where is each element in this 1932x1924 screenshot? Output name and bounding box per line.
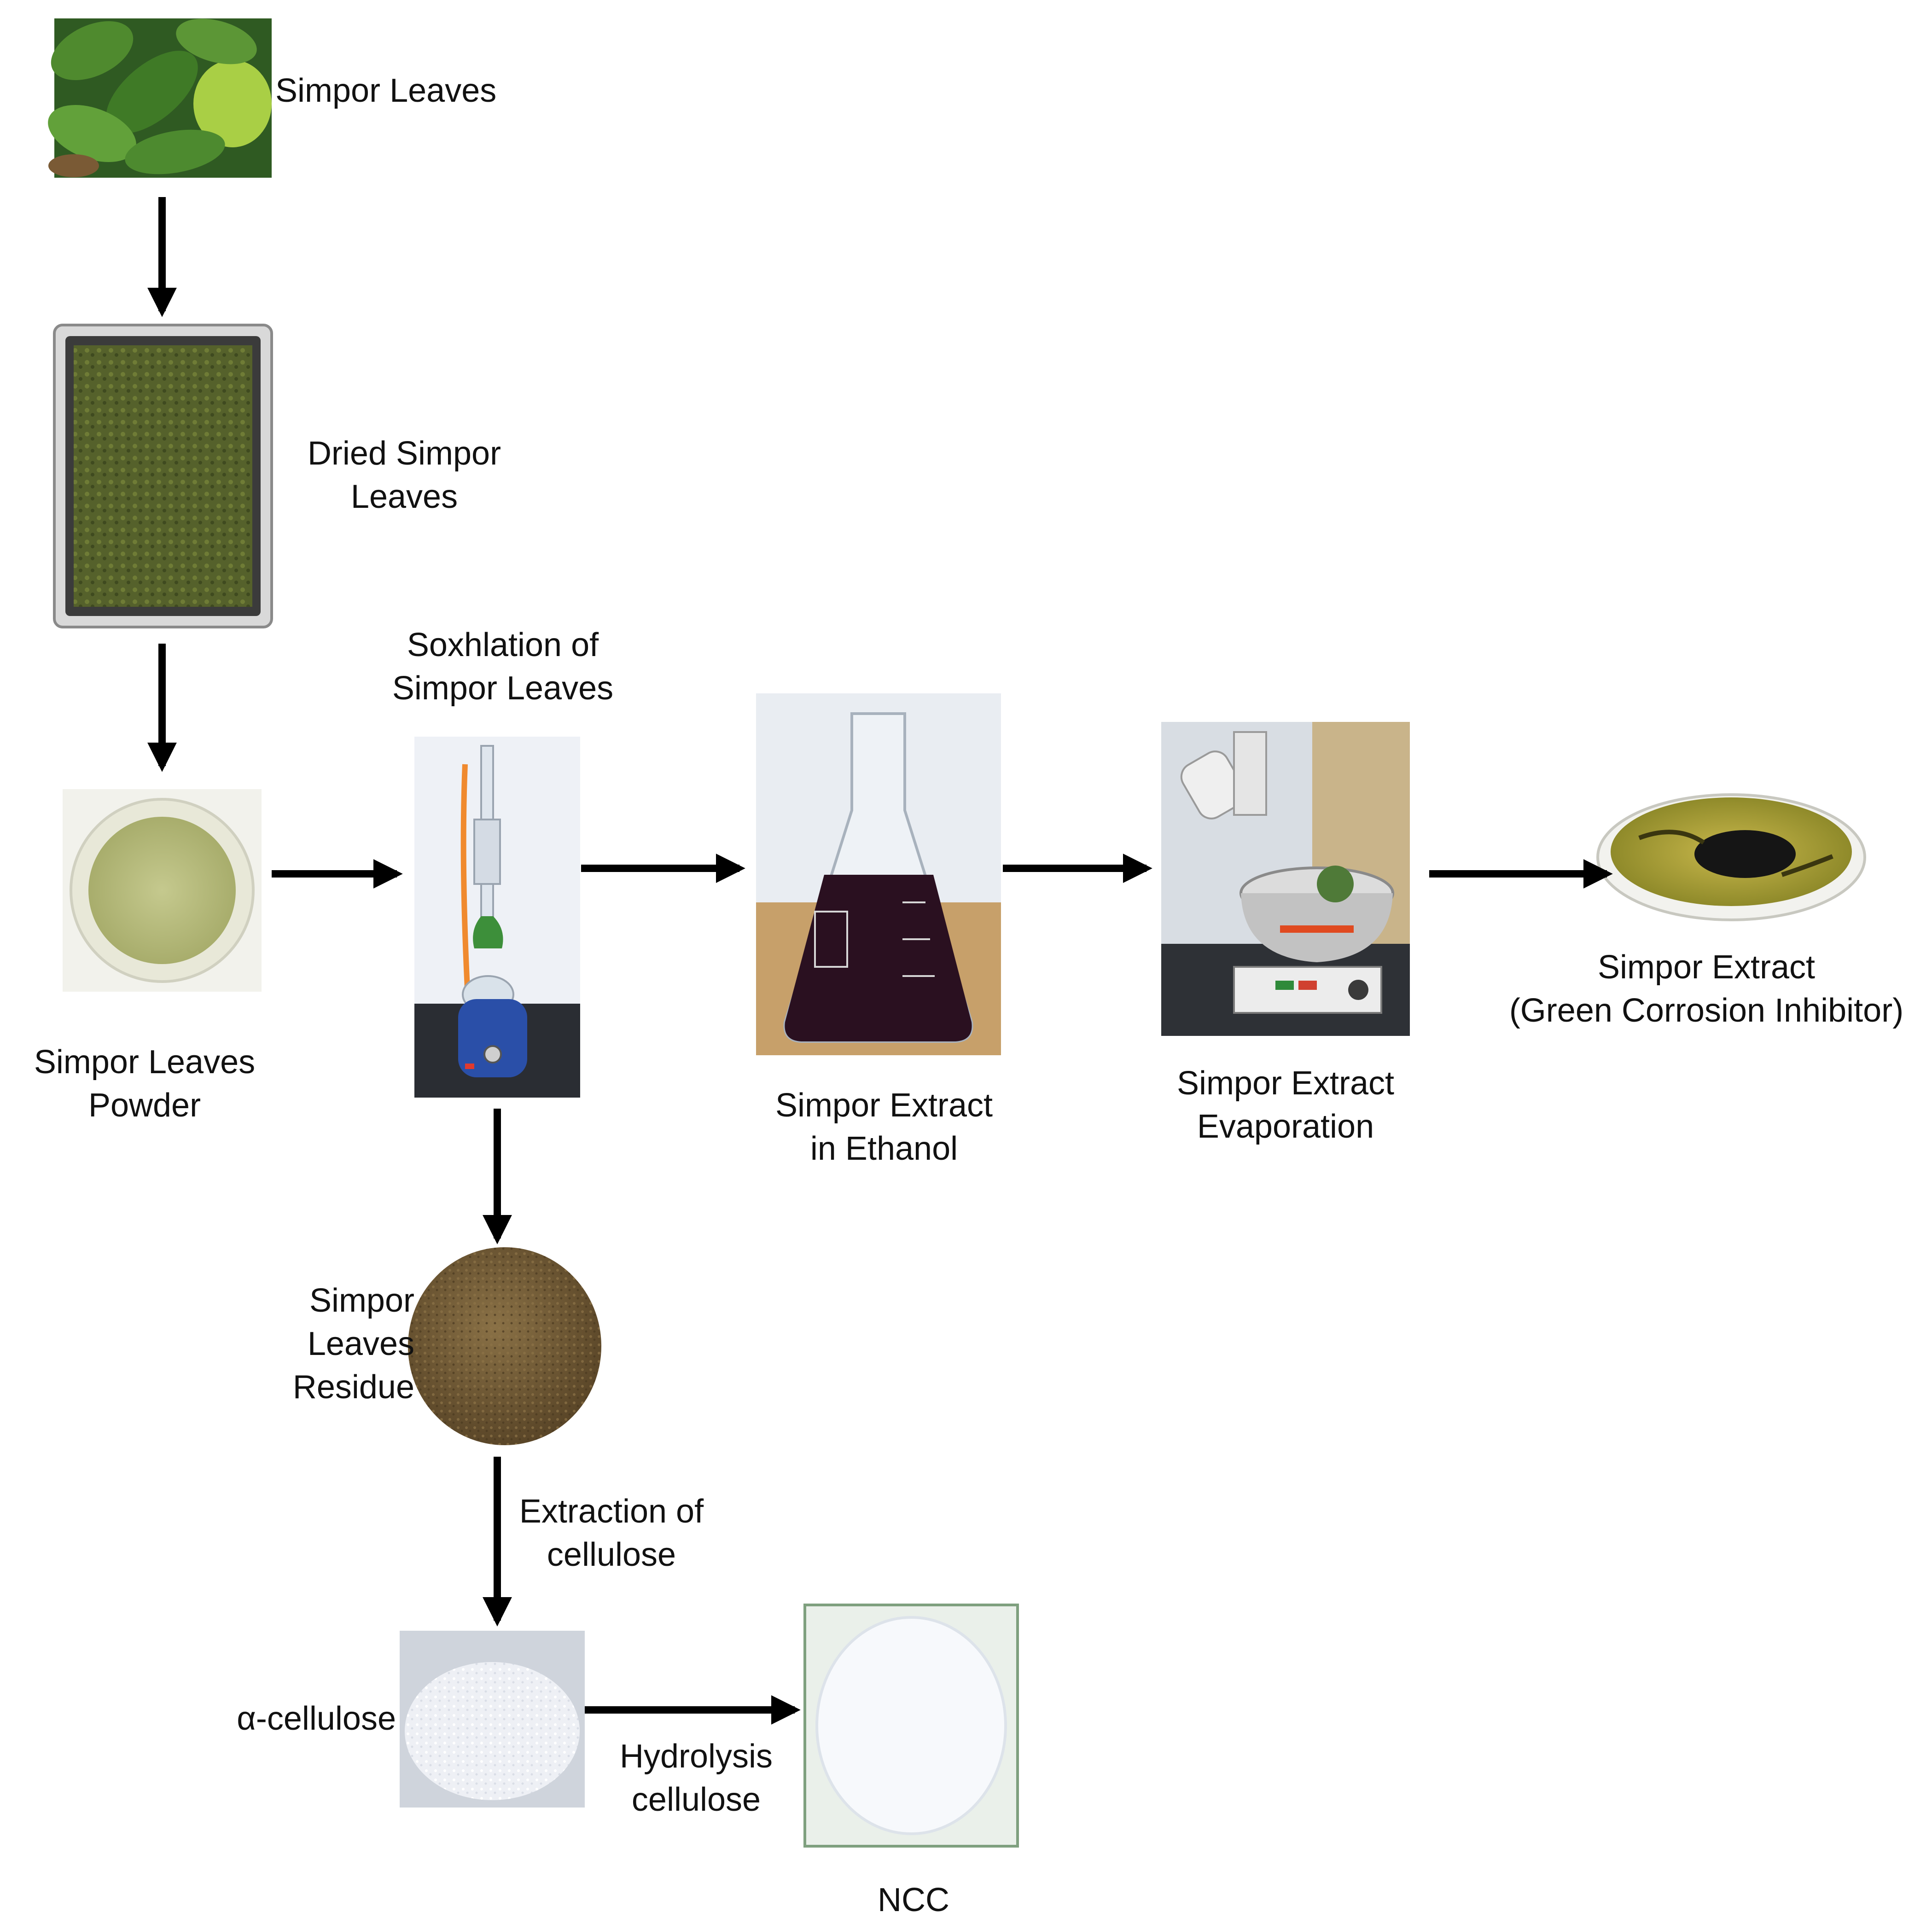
label-simpor-leaves: Simpor Leaves bbox=[275, 72, 497, 109]
label-hydrolysis-cellulose: Hydrolysis cellulose bbox=[619, 1738, 773, 1818]
label-simpor-extract-evaporation: Simpor Extract Evaporation bbox=[1176, 1065, 1395, 1145]
residue-pile-photo bbox=[408, 1247, 601, 1445]
label-simpor-extract-ethanol: Simpor Extract in Ethanol bbox=[775, 1087, 993, 1167]
label-simpor-leaves-powder: Simpor Leaves Powder bbox=[34, 1044, 256, 1124]
arrows bbox=[147, 197, 1613, 1725]
label-soxhlation: Soxhlation of Simpor Leaves bbox=[392, 627, 614, 707]
label-ncc: NCC bbox=[878, 1882, 949, 1918]
rotary-evaporator-photo bbox=[1161, 722, 1410, 1036]
soxhlet-apparatus-photo bbox=[414, 737, 580, 1098]
ncc-dish-photo bbox=[803, 1604, 1019, 1848]
label-dried-simpor-leaves: Dried Simpor Leaves bbox=[307, 435, 501, 515]
label-simpor-leaves-residue: Simpor Leaves Residue bbox=[292, 1282, 414, 1406]
petri-dish-extract-photo bbox=[1596, 758, 1869, 929]
erlenmeyer-flask-extract-photo bbox=[756, 693, 1001, 1055]
label-extraction-of-cellulose: Extraction of cellulose bbox=[519, 1493, 704, 1573]
label-alpha-cellulose: α-cellulose bbox=[237, 1700, 396, 1737]
fresh-leaves-photo bbox=[48, 18, 272, 178]
label-green-corrosion-inhibitor: Simpor Extract (Green Corrosion Inhibito… bbox=[1509, 949, 1904, 1029]
dried-leaves-tray-photo bbox=[53, 324, 273, 628]
alpha-cellulose-photo bbox=[400, 1631, 585, 1808]
leaf-powder-dish-photo bbox=[63, 789, 262, 992]
